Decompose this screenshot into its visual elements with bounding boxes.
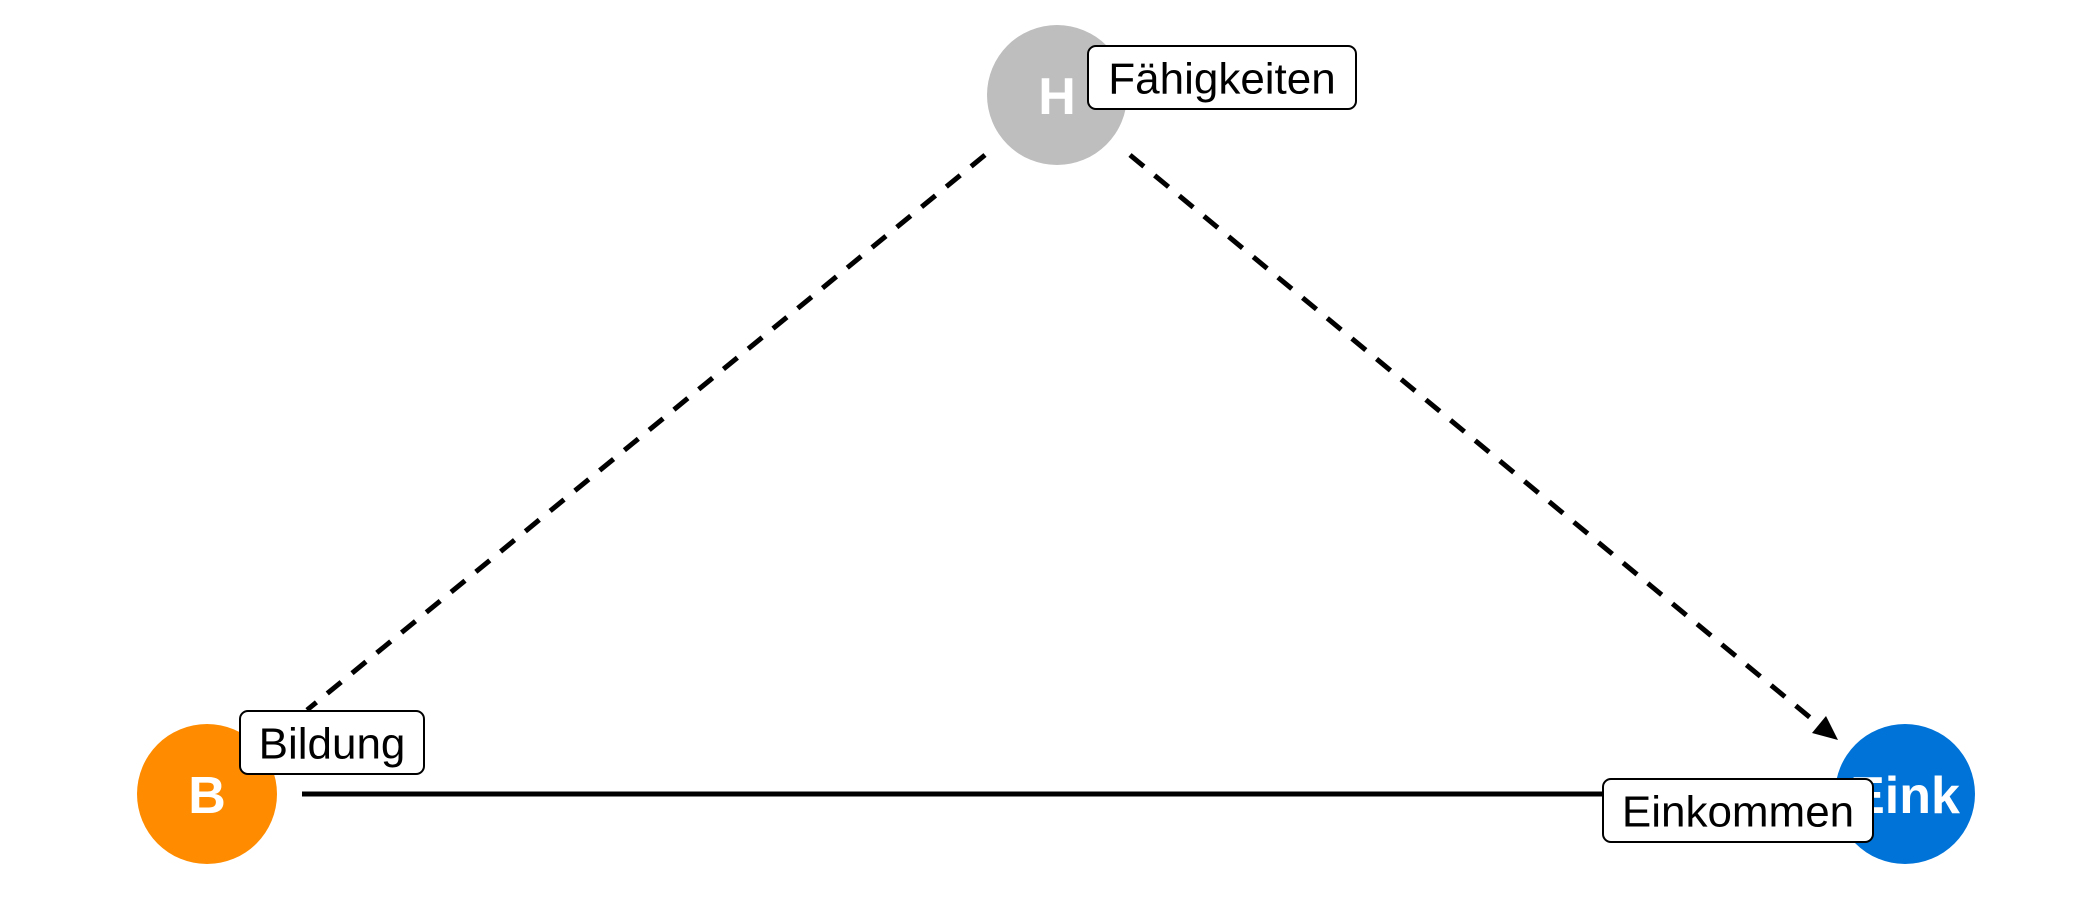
edge-h-e-arrowhead	[1812, 716, 1838, 740]
label-h: Fähigkeiten	[1087, 45, 1357, 110]
label-h-box	[1087, 45, 1357, 110]
label-b-box	[239, 710, 425, 775]
label-e-text: Einkommen	[1622, 788, 1854, 837]
label-b-text: Bildung	[259, 720, 406, 769]
edge-h-b	[305, 153, 987, 712]
label-e: Einkommen	[1602, 778, 1874, 843]
label-b: Bildung	[239, 710, 425, 775]
node-b-letter: B	[188, 767, 226, 825]
label-e-box	[1602, 778, 1874, 843]
label-h-text: Fähigkeiten	[1108, 55, 1335, 104]
edge-h-e	[1128, 153, 1832, 736]
node-h-letter: H	[1038, 68, 1076, 126]
